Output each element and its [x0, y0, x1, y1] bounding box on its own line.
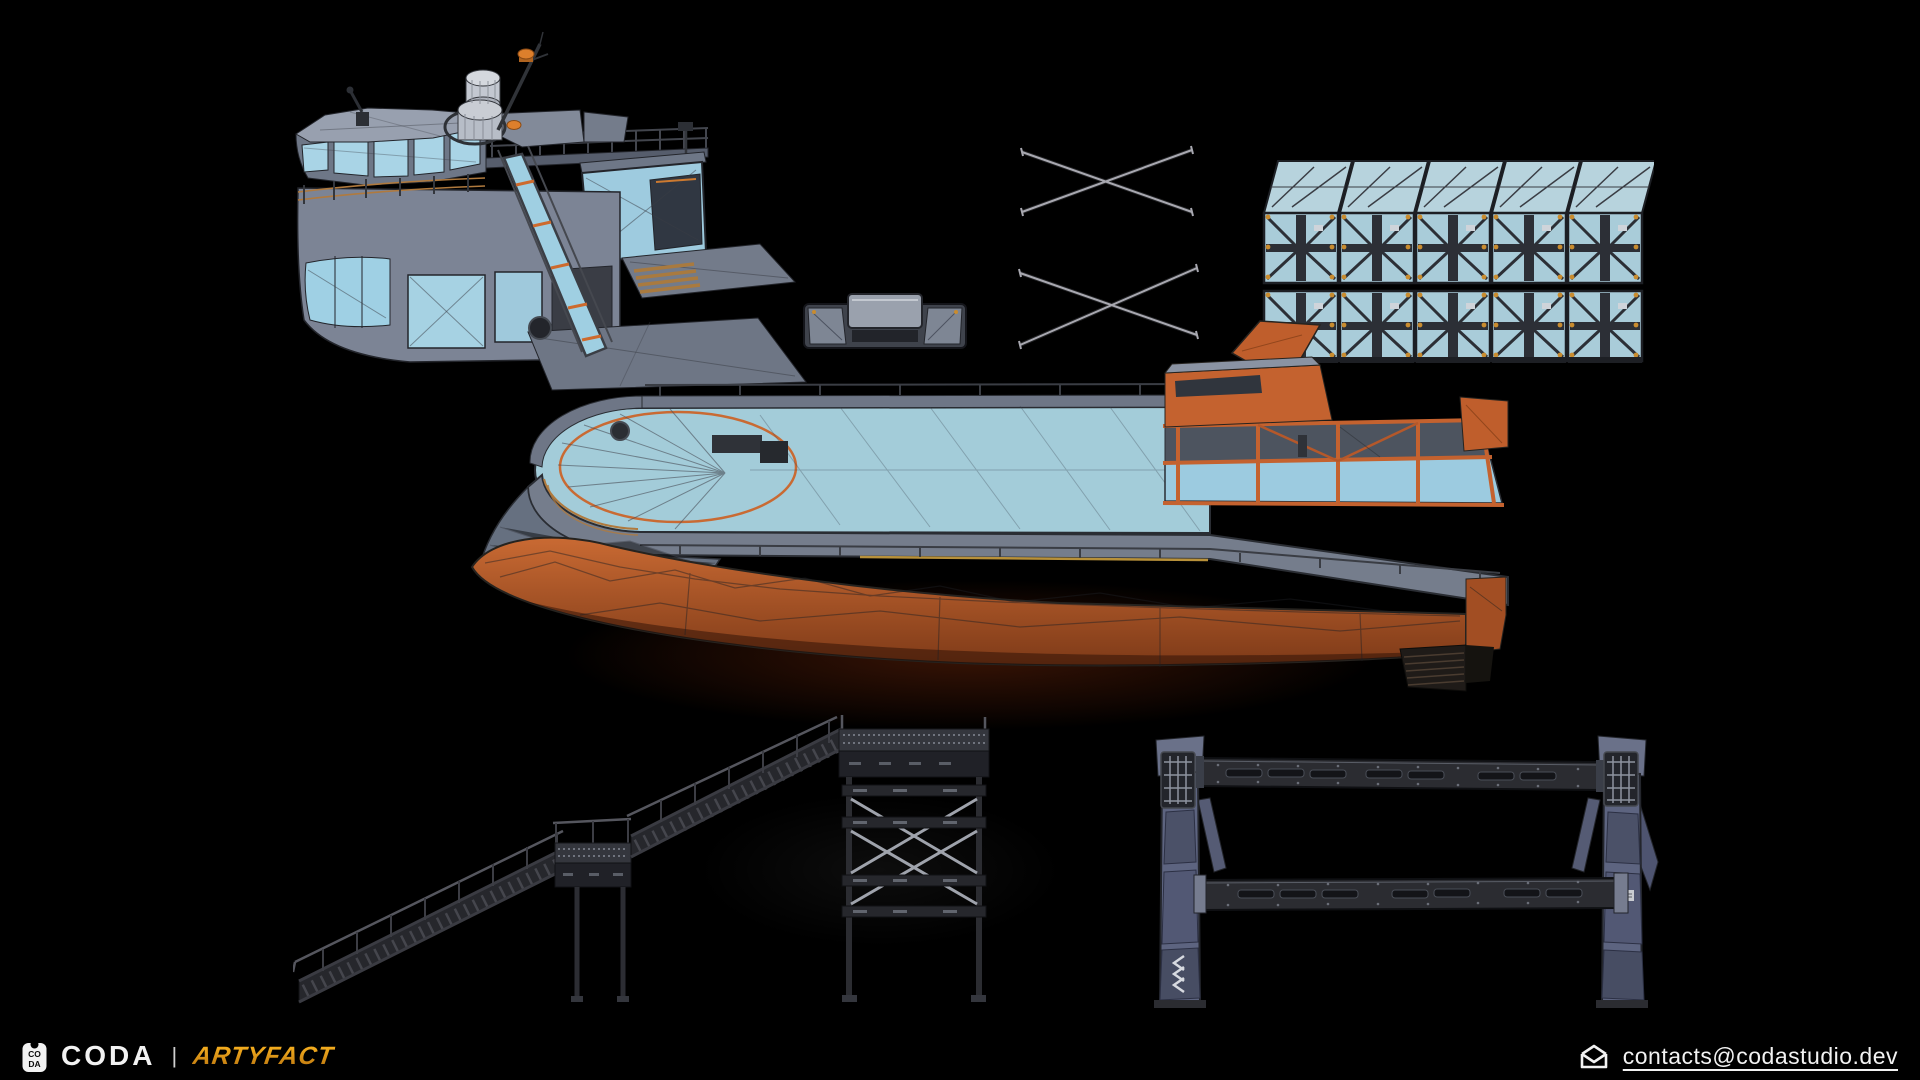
bridge-cable-railing — [297, 177, 486, 201]
gantry-lamp-box-left — [1160, 751, 1196, 809]
crossed-antennas-render — [1012, 135, 1202, 350]
beacon-light-2 — [506, 120, 522, 130]
bridge-stairway — [497, 145, 613, 358]
radar-drums — [457, 69, 503, 141]
stair-flight-upper — [626, 715, 842, 859]
footer-bar: CO DA CODA | ARTYFACT contacts@codastudi… — [0, 1032, 1920, 1080]
gantry-lamp-box-right — [1603, 751, 1639, 807]
mast — [496, 31, 549, 131]
envelope-icon — [1580, 1044, 1608, 1068]
bench-slats — [633, 262, 701, 294]
contact-email-group: contacts@codastudio.dev — [1579, 1043, 1898, 1070]
beacon-light — [517, 48, 535, 60]
gantry-top-beam — [1196, 756, 1604, 792]
gantry-frame-render — [1148, 712, 1673, 1012]
svg-text:DA: DA — [28, 1059, 40, 1069]
stair-tower — [838, 715, 990, 1002]
stair-flight-lower — [293, 829, 570, 1004]
logo-divider: | — [171, 1043, 178, 1068]
chevron-marks — [1171, 954, 1185, 994]
coda-logo-text: CODA — [61, 1040, 156, 1071]
svg-text:CO: CO — [28, 1049, 41, 1059]
boarding-stairs-render — [293, 715, 993, 1015]
coda-badge-icon: CO DA — [22, 1040, 47, 1072]
searchlight — [346, 86, 369, 126]
brand-group: CO DA CODA | ARTYFACT — [22, 1040, 337, 1073]
ship-hull-render — [460, 315, 1520, 715]
artyfact-brand-text: ARTYFACT — [191, 1041, 337, 1070]
stern-framework — [1162, 356, 1509, 507]
contact-email-link[interactable]: contacts@codastudio.dev — [1622, 1042, 1898, 1069]
crate-stack-render — [1262, 153, 1654, 365]
bridge-superstructure-render — [290, 30, 810, 395]
gantry-lower-beam — [1193, 872, 1629, 914]
stair-mid-platform — [552, 817, 632, 1002]
bow-deck — [529, 383, 1211, 535]
winch-block-render — [800, 288, 970, 358]
orange-hull — [470, 536, 1507, 692]
